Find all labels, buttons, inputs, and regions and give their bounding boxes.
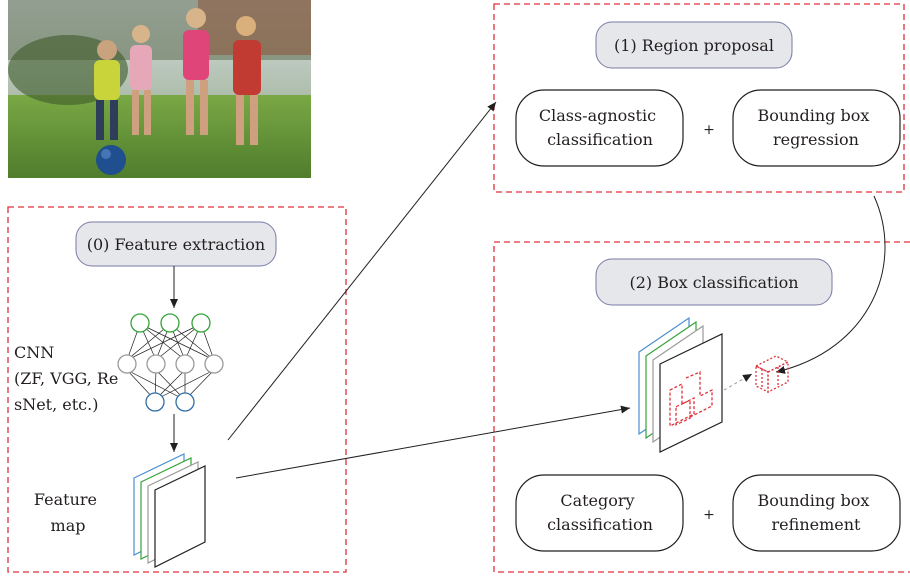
feature-extraction-pill <box>75 221 277 267</box>
plus-sign: + <box>703 122 715 138</box>
bounding-box-refinement-label: Bounding box refinement <box>758 491 875 534</box>
cnn-label: CNN (ZF, VGG, Re sNet, etc.) <box>14 343 123 414</box>
feature-extraction-region <box>7 206 347 573</box>
roi-feature-map-stack-icon <box>638 316 723 453</box>
category-classification-box <box>515 474 684 552</box>
region-proposal-pill <box>595 21 793 69</box>
bounding-box-regression-box <box>732 89 901 167</box>
class-agnostic-classification-box <box>515 89 684 167</box>
box-classification-region <box>493 241 910 573</box>
roi-pooled-cube-icon <box>754 355 790 394</box>
bounding-box-regression-label: Bounding box regression <box>758 106 875 149</box>
feature-map-stack-icon <box>133 453 206 568</box>
photo-kids-soccer-image <box>8 0 311 178</box>
box-classification-label: (2) Box classification <box>629 273 798 292</box>
feature-map-label: Feature map <box>34 490 102 535</box>
region-proposal-region <box>493 3 905 193</box>
category-classification-label: Category classification <box>547 491 653 534</box>
roi-boxes-icon <box>669 371 713 428</box>
class-agnostic-classification-label: Class-agnostic classification <box>539 106 661 149</box>
bounding-box-refinement-box <box>732 474 901 552</box>
box-classification-pill <box>595 258 833 306</box>
feature-extraction-label: (0) Feature extraction <box>87 235 265 254</box>
region-proposal-label: (1) Region proposal <box>614 36 774 55</box>
cnn-network-icon <box>117 313 224 412</box>
plus-sign: + <box>703 507 715 523</box>
